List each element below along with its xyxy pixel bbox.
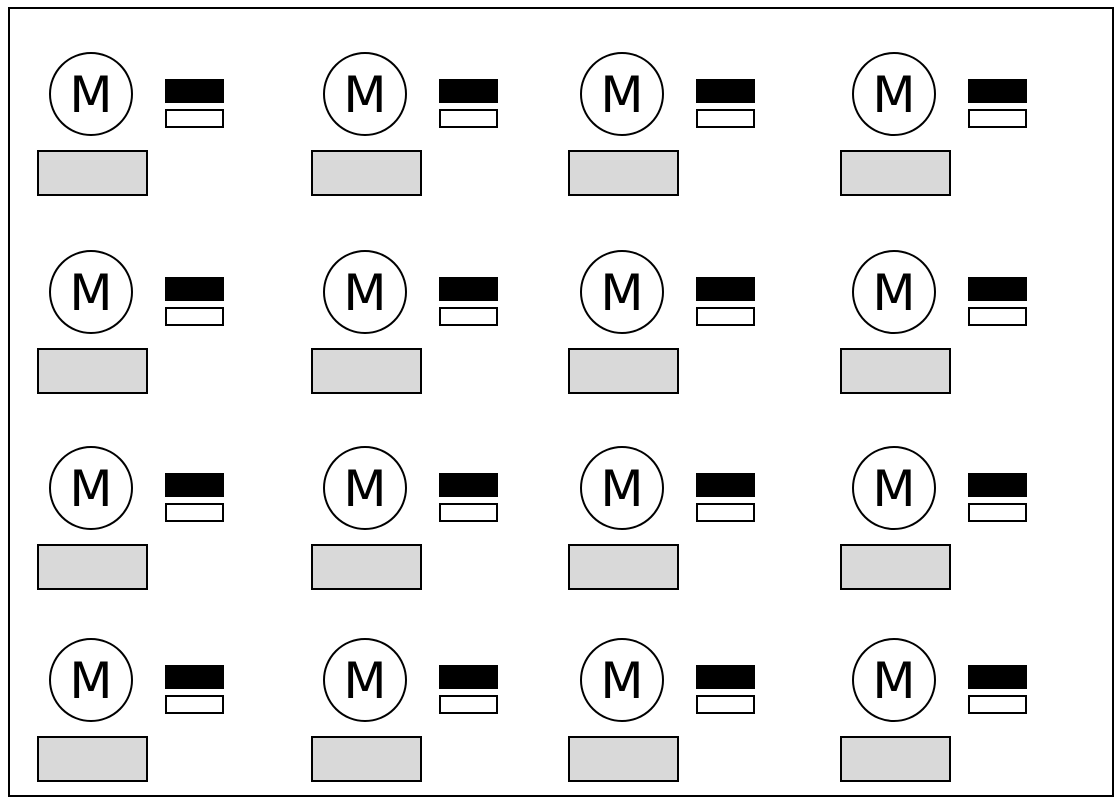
motor-symbol[interactable]: M bbox=[580, 250, 664, 334]
name-plate bbox=[840, 544, 951, 590]
name-plate bbox=[37, 348, 148, 394]
motor-letter: M bbox=[872, 66, 916, 124]
status-indicator-filled bbox=[696, 665, 755, 689]
name-plate bbox=[840, 736, 951, 782]
name-plate bbox=[311, 348, 422, 394]
motor-letter: M bbox=[69, 66, 113, 124]
motor-symbol[interactable]: M bbox=[852, 638, 936, 722]
status-indicator-filled bbox=[165, 277, 224, 301]
motor-letter: M bbox=[872, 264, 916, 322]
motor-symbol[interactable]: M bbox=[580, 638, 664, 722]
status-indicator-filled bbox=[165, 473, 224, 497]
motor-unit-r2-c1: M bbox=[37, 250, 237, 410]
name-plate bbox=[840, 348, 951, 394]
motor-symbol[interactable]: M bbox=[852, 446, 936, 530]
motor-letter: M bbox=[69, 264, 113, 322]
motor-symbol[interactable]: M bbox=[323, 638, 407, 722]
status-indicator-empty bbox=[165, 695, 224, 714]
status-indicator-empty bbox=[165, 503, 224, 522]
motor-letter: M bbox=[872, 652, 916, 710]
motor-unit-r4-c3: M bbox=[568, 638, 768, 798]
name-plate bbox=[37, 544, 148, 590]
motor-letter: M bbox=[343, 652, 387, 710]
name-plate bbox=[311, 736, 422, 782]
motor-unit-r3-c4: M bbox=[840, 446, 1040, 606]
status-indicator-empty bbox=[696, 109, 755, 128]
status-indicator-empty bbox=[696, 307, 755, 326]
status-indicator-filled bbox=[439, 79, 498, 103]
name-plate bbox=[37, 150, 148, 196]
motor-unit-r4-c1: M bbox=[37, 638, 237, 798]
status-indicator-filled bbox=[696, 277, 755, 301]
motor-symbol[interactable]: M bbox=[323, 52, 407, 136]
name-plate bbox=[568, 544, 679, 590]
motor-unit-r2-c2: M bbox=[311, 250, 511, 410]
status-indicator-filled bbox=[165, 79, 224, 103]
name-plate bbox=[37, 736, 148, 782]
motor-unit-r3-c1: M bbox=[37, 446, 237, 606]
status-indicator-filled bbox=[968, 665, 1027, 689]
motor-letter: M bbox=[600, 460, 644, 518]
motor-unit-r1-c4: M bbox=[840, 52, 1040, 212]
status-indicator-empty bbox=[439, 307, 498, 326]
motor-letter: M bbox=[872, 460, 916, 518]
status-indicator-empty bbox=[968, 109, 1027, 128]
motor-unit-r3-c2: M bbox=[311, 446, 511, 606]
status-indicator-filled bbox=[439, 665, 498, 689]
name-plate bbox=[311, 544, 422, 590]
motor-symbol[interactable]: M bbox=[49, 446, 133, 530]
status-indicator-filled bbox=[439, 473, 498, 497]
name-plate bbox=[840, 150, 951, 196]
motor-symbol[interactable]: M bbox=[323, 250, 407, 334]
motor-unit-r1-c1: M bbox=[37, 52, 237, 212]
name-plate bbox=[568, 348, 679, 394]
motor-letter: M bbox=[600, 264, 644, 322]
status-indicator-filled bbox=[696, 79, 755, 103]
status-indicator-filled bbox=[968, 473, 1027, 497]
motor-letter: M bbox=[69, 652, 113, 710]
status-indicator-filled bbox=[165, 665, 224, 689]
status-indicator-filled bbox=[968, 277, 1027, 301]
status-indicator-empty bbox=[968, 307, 1027, 326]
motor-symbol[interactable]: M bbox=[49, 250, 133, 334]
motor-letter: M bbox=[600, 652, 644, 710]
motor-symbol[interactable]: M bbox=[49, 52, 133, 136]
name-plate bbox=[311, 150, 422, 196]
motor-unit-r1-c3: M bbox=[568, 52, 768, 212]
motor-symbol[interactable]: M bbox=[580, 446, 664, 530]
status-indicator-empty bbox=[165, 109, 224, 128]
status-indicator-filled bbox=[696, 473, 755, 497]
motor-symbol[interactable]: M bbox=[852, 250, 936, 334]
motor-symbol[interactable]: M bbox=[49, 638, 133, 722]
status-indicator-empty bbox=[696, 695, 755, 714]
status-indicator-filled bbox=[439, 277, 498, 301]
status-indicator-empty bbox=[696, 503, 755, 522]
motor-symbol[interactable]: M bbox=[852, 52, 936, 136]
status-indicator-empty bbox=[439, 695, 498, 714]
motor-unit-r1-c2: M bbox=[311, 52, 511, 212]
name-plate bbox=[568, 736, 679, 782]
status-indicator-empty bbox=[968, 503, 1027, 522]
motor-letter: M bbox=[600, 66, 644, 124]
motor-unit-r3-c3: M bbox=[568, 446, 768, 606]
status-indicator-empty bbox=[439, 109, 498, 128]
motor-letter: M bbox=[343, 264, 387, 322]
motor-letter: M bbox=[343, 460, 387, 518]
motor-symbol[interactable]: M bbox=[580, 52, 664, 136]
motor-unit-r2-c3: M bbox=[568, 250, 768, 410]
motor-unit-r4-c2: M bbox=[311, 638, 511, 798]
status-indicator-empty bbox=[165, 307, 224, 326]
status-indicator-filled bbox=[968, 79, 1027, 103]
status-indicator-empty bbox=[968, 695, 1027, 714]
motor-unit-r4-c4: M bbox=[840, 638, 1040, 798]
status-indicator-empty bbox=[439, 503, 498, 522]
name-plate bbox=[568, 150, 679, 196]
motor-symbol[interactable]: M bbox=[323, 446, 407, 530]
motor-letter: M bbox=[343, 66, 387, 124]
motor-unit-r2-c4: M bbox=[840, 250, 1040, 410]
motor-letter: M bbox=[69, 460, 113, 518]
